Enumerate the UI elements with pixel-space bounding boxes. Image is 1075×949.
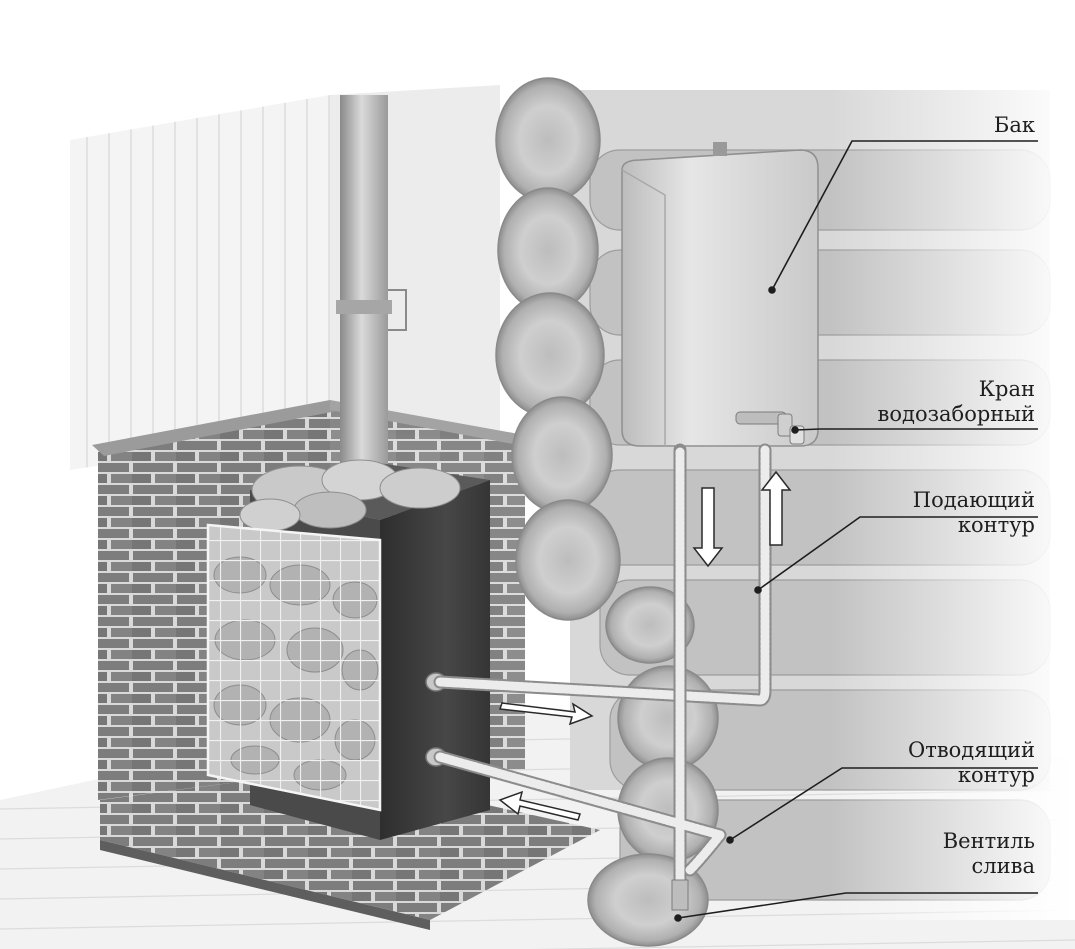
label-return: Отводящий контур	[908, 738, 1035, 788]
log-ends	[495, 77, 719, 947]
stone-cage	[206, 523, 382, 812]
label-drain-line-1: Вентиль	[942, 829, 1035, 853]
label-faucet-line-1: Кран	[978, 377, 1035, 401]
label-supply: Подающий контур	[913, 488, 1035, 538]
label-return-line-1: Отводящий	[908, 738, 1035, 762]
stones-top	[239, 459, 461, 532]
label-drain: Вентиль слива	[943, 829, 1035, 879]
label-drain-line-2: слива	[971, 854, 1035, 878]
label-tank: Бак	[994, 113, 1035, 138]
label-faucet-line-2: водозаборный	[877, 402, 1035, 426]
pipes	[433, 443, 772, 911]
water-tank	[621, 142, 819, 447]
label-faucet: Кран водозаборный	[878, 377, 1035, 427]
chimney-pipe	[336, 95, 407, 505]
label-return-line-2: контур	[957, 763, 1035, 787]
label-supply-line-1: Подающий	[912, 488, 1035, 512]
label-tank-line: Бак	[993, 113, 1035, 137]
label-supply-line-2: контур	[957, 513, 1035, 537]
leader-lines	[674, 140, 1038, 922]
flow-arrows	[498, 470, 792, 821]
